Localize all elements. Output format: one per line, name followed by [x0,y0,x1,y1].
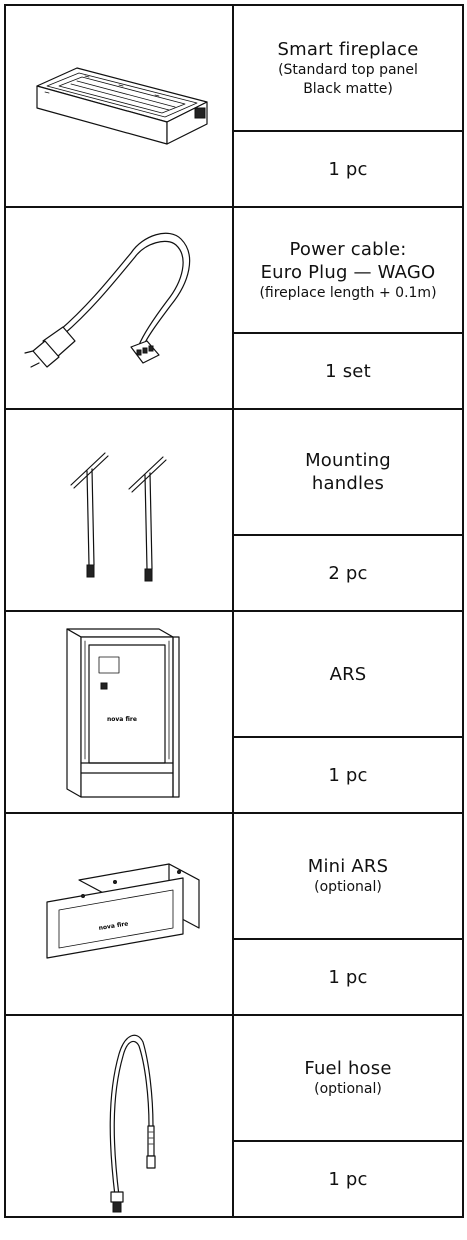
item-name-line: Smart fireplace [277,38,419,60]
fireplace-burner-icon [36,67,208,145]
item-row-smart-fireplace: Smart fireplace (Standard top panel Blac… [4,4,464,208]
item-quantity-cell: 1 pc [232,938,464,1016]
item-quantity-row: 1 pc [5,1140,464,1218]
item-image-cell [4,408,234,612]
item-name-cell: Mounting handles [232,408,464,536]
mini-ars-logo: nova fire [98,920,129,932]
item-row-ars: nova fire ARS [4,610,464,814]
item-quantity: 1 pc [328,1168,368,1190]
mini-ars-unit-icon: nova fire [46,863,200,959]
item-quantity: 1 pc [328,158,368,180]
item-quantity-row: 2 pc [5,534,464,612]
item-quantity-cell: 1 pc [232,130,464,208]
item-image-cell: nova fire [4,812,234,1016]
item-quantity: 1 pc [328,966,368,988]
item-quantity: 2 pc [328,562,368,584]
item-note-line: (optional) [314,1081,382,1097]
item-image-cell [4,206,234,410]
item-row-fuel-hose: Fuel hose (optional) [4,1014,464,1218]
item-image-cell: nova fire [4,610,234,814]
item-note-line: Black matte) [303,80,393,97]
item-name-line: ARS [329,663,367,685]
item-name-cell: Fuel hose (optional) [232,1014,464,1142]
item-quantity: 1 pc [328,764,368,786]
item-quantity: 1 set [325,360,371,382]
item-name-cell: Mini ARS (optional) [232,812,464,940]
item-name-cell: Smart fireplace (Standard top panel Blac… [232,4,464,132]
item-image-cell [4,4,234,208]
ars-logo: nova fire [107,716,137,723]
item-note-line: (optional) [314,879,382,895]
item-quantity-row: 1 set [5,332,464,410]
item-note-line: (Standard top panel [278,61,418,78]
package-contents-table: Smart fireplace (Standard top panel Blac… [4,4,464,1218]
power-cable-icon [24,232,191,368]
item-image-cell [4,1014,234,1218]
item-name-line: handles [311,473,385,494]
item-name-cell: Power cable: Euro Plug — WAGO (fireplace… [232,206,464,334]
item-quantity-row: 1 pc [5,130,464,208]
item-note-line: (fireplace length + 0.1m) [259,284,437,301]
item-row-power-cable: Power cable: Euro Plug — WAGO (fireplace… [4,206,464,410]
item-row-mounting-handles: Mounting handles [4,408,464,612]
item-quantity-cell: 1 pc [232,1140,464,1218]
item-quantity-cell: 2 pc [232,534,464,612]
item-name-line: Fuel hose [304,1058,392,1079]
item-row-mini-ars: nova fire Mini ARS (optional) [4,812,464,1016]
item-quantity-cell: 1 pc [232,736,464,814]
item-name-line: Mini ARS [307,856,389,877]
item-quantity-row: 1 pc [5,938,464,1016]
item-quantity-row: 1 pc [5,736,464,814]
ars-unit-icon: nova fire [66,628,180,798]
fuel-hose-icon [109,1034,156,1213]
item-quantity-cell: 1 set [232,332,464,410]
item-name-line: Mounting [305,450,391,471]
item-name-cell: ARS [232,610,464,738]
item-name-line: Power cable: [289,238,407,260]
mounting-handles-icon [70,452,167,582]
item-name-line: Euro Plug — WAGO [260,261,436,283]
